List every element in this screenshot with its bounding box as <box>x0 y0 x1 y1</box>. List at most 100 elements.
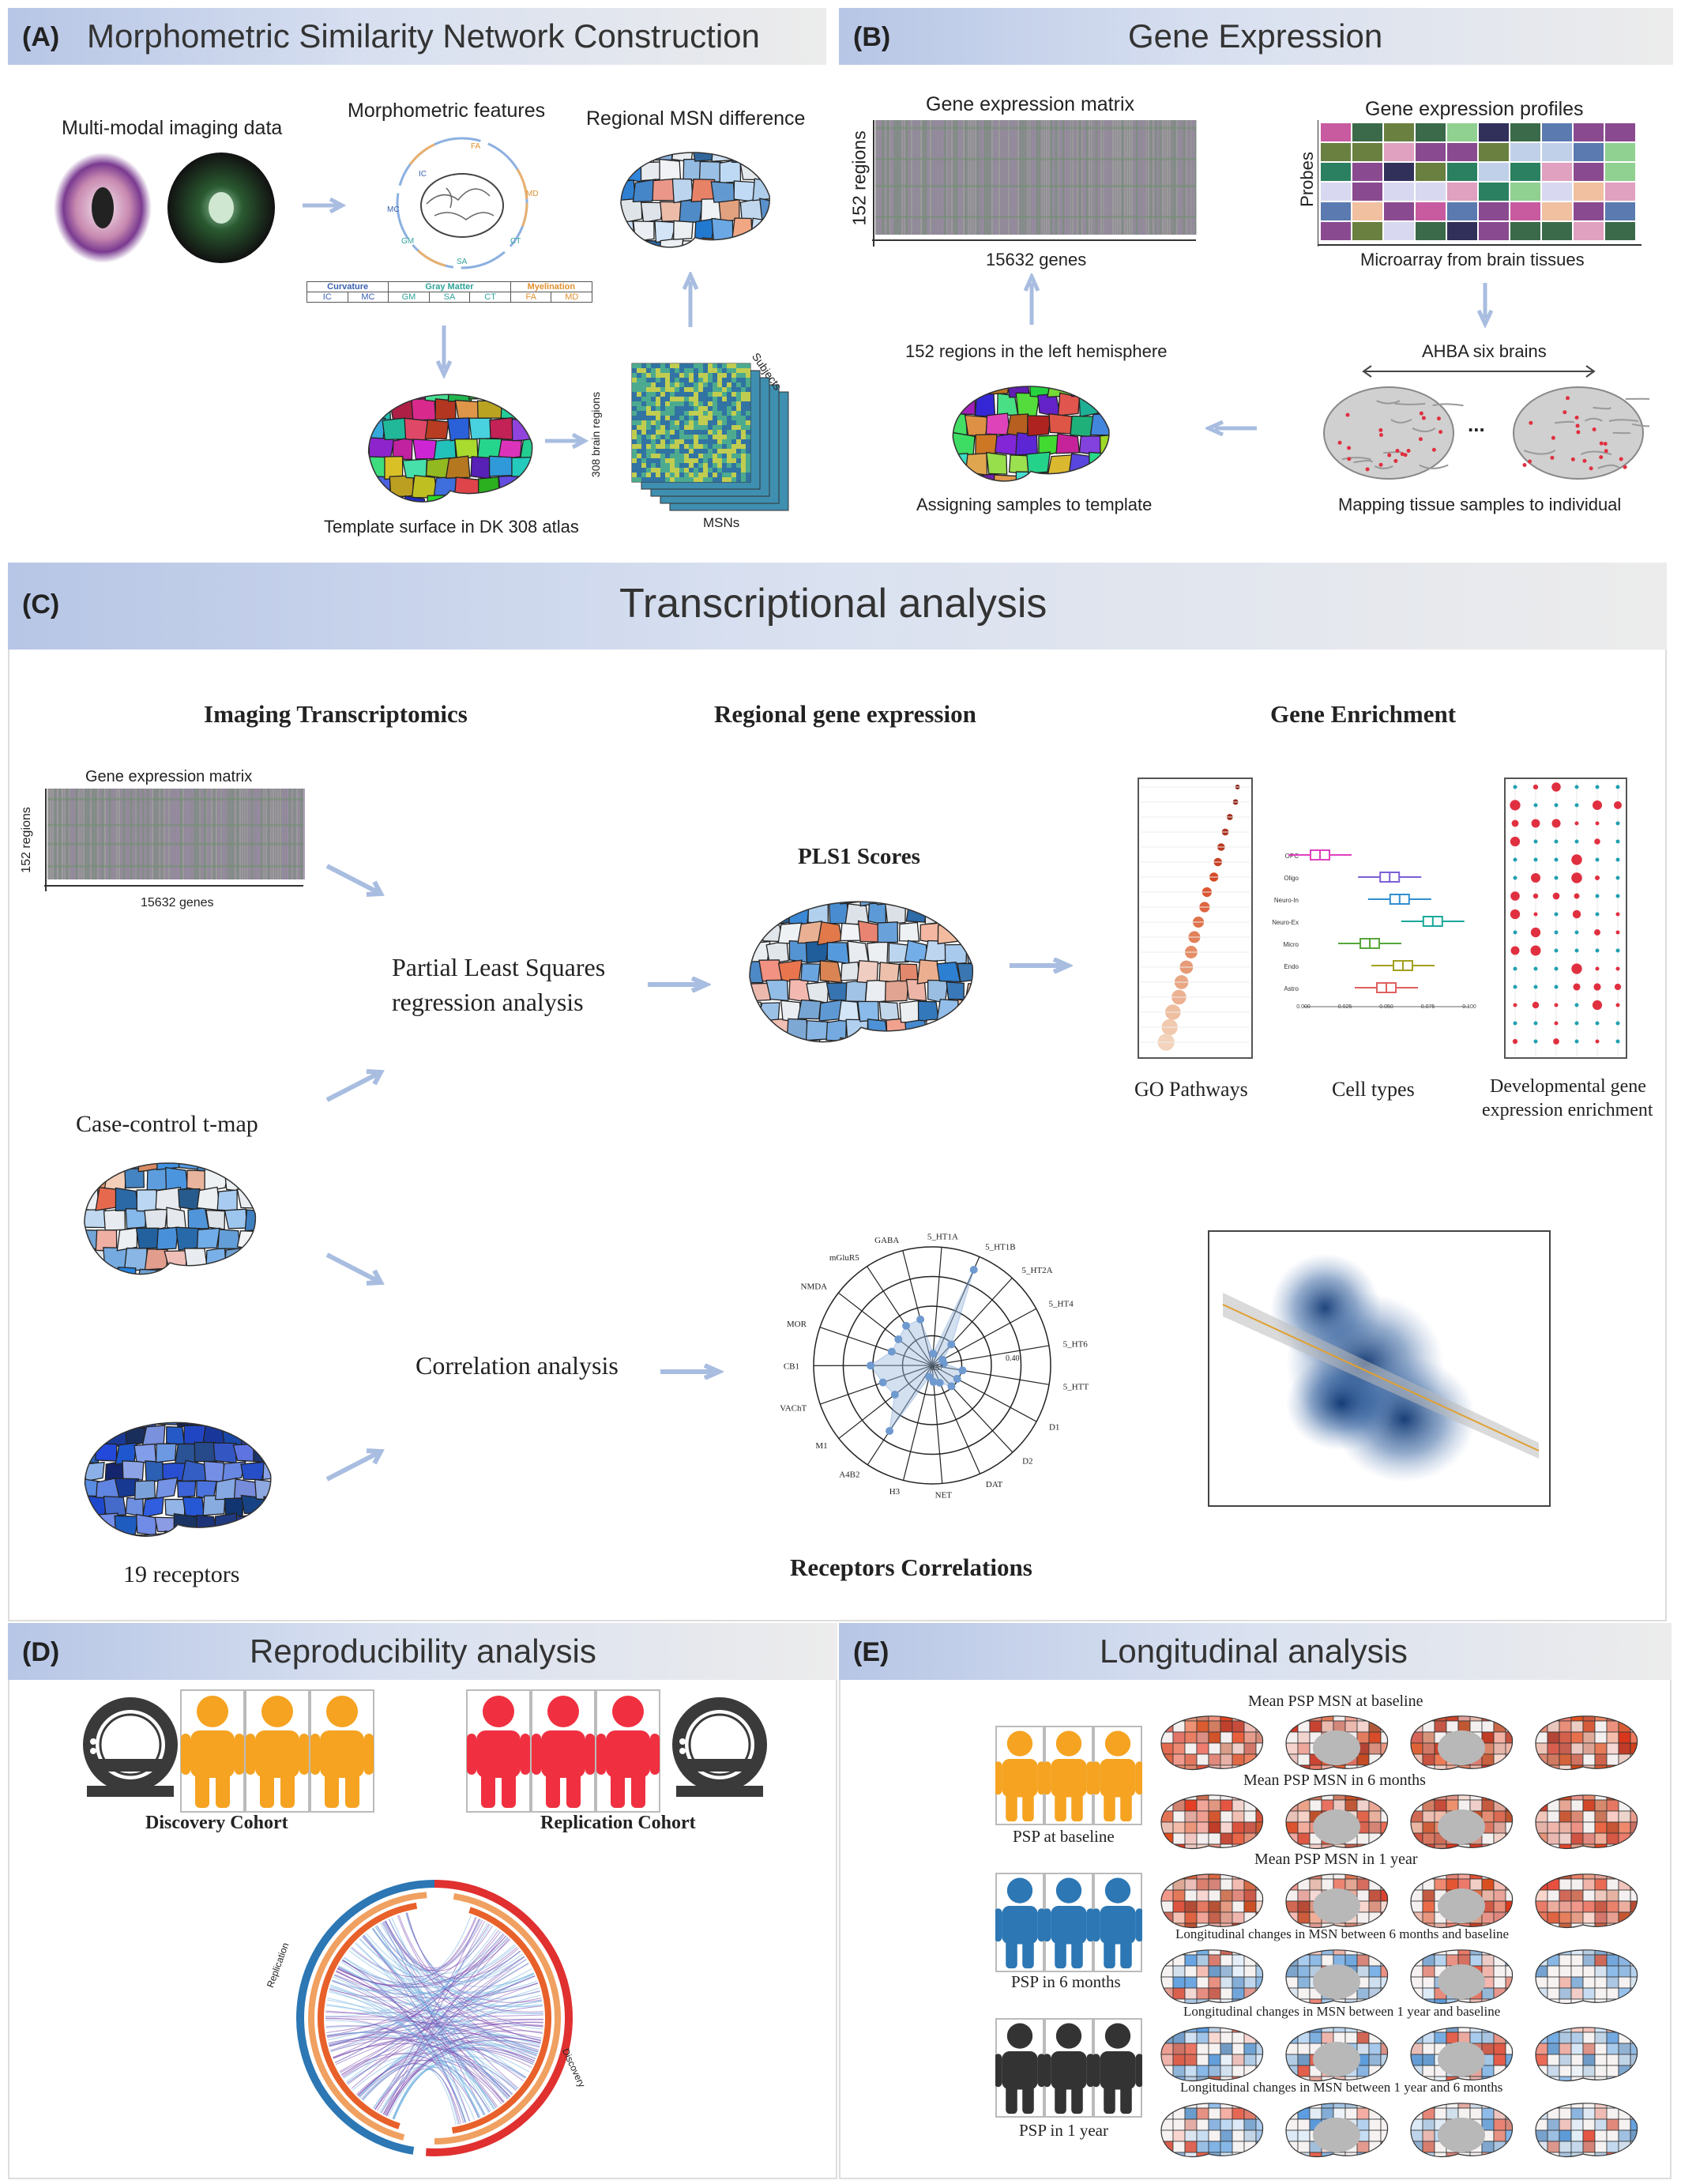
radar-axis-label: CB1 <box>784 1361 799 1371</box>
gene-matrix-label: Gene expression matrix <box>926 93 1135 115</box>
pls-line1: Partial Least Squares <box>392 953 606 981</box>
radar-point <box>947 1340 956 1349</box>
row-label-6: Longitudinal changes in MSN between 1 ye… <box>1180 2080 1503 2095</box>
mapping-label: Mapping tissue samples to individual <box>1338 495 1622 514</box>
tmap-brain <box>84 1162 256 1275</box>
expression-profiles-grid <box>1318 120 1642 247</box>
cell-type-label: Neuro-In <box>1274 897 1299 904</box>
radar-axis-label: D2 <box>1022 1456 1032 1466</box>
genes-axis-c: 15632 genes <box>141 896 214 909</box>
arrow-b1 <box>1024 273 1040 325</box>
row-label-5: Longitudinal changes in MSN between 1 ye… <box>1183 2004 1501 2019</box>
radar-point <box>929 1350 938 1358</box>
arrow-a3 <box>683 272 698 327</box>
tmap-label: Case-control t-map <box>76 1111 258 1137</box>
panel-c-tag: (C) <box>22 589 60 619</box>
feature-gm: GM <box>389 292 430 302</box>
radar-tick: 0.40 <box>1006 1354 1020 1363</box>
psp-6mo-label: PSP in 6 months <box>1011 1972 1121 1991</box>
assign-template-brain <box>952 386 1110 482</box>
receptors-brain <box>84 1421 272 1537</box>
radar-point <box>935 1378 944 1387</box>
radar-axis-label: NMDA <box>801 1282 828 1292</box>
radar-axis-label: 5_HT1B <box>985 1243 1016 1252</box>
panel-a-header: (A) Morphometric Similarity Network Cons… <box>8 8 826 65</box>
arrow-a4 <box>545 433 589 449</box>
psp-1yr-label: PSP in 1 year <box>1019 2121 1108 2140</box>
feature-table: Curvature Gray Matter Myelination IC MC … <box>306 281 592 303</box>
radar-point <box>916 1315 925 1324</box>
longitudinal-brain-grid <box>1160 1715 1638 2158</box>
cell-label: Cell types <box>1332 1078 1415 1101</box>
radar-axis-label: NET <box>935 1490 953 1500</box>
pls-line2: regression analysis <box>392 988 584 1016</box>
cell-tick-label: 0.100 <box>1462 1004 1476 1010</box>
radar-axis-label: A4B2 <box>839 1470 859 1480</box>
ring-label-ic: IC <box>419 170 427 179</box>
radar-axis-label: DAT <box>986 1480 1003 1489</box>
feature-ct: CT <box>470 292 511 302</box>
psp-1yr-people <box>995 2018 1142 2118</box>
go-pathways-plot <box>1138 778 1253 1059</box>
panel-e-header: (E) Longitudinal analysis <box>839 1623 1672 1680</box>
mri-images <box>54 153 275 263</box>
feature-group-curvature: Curvature <box>307 282 389 292</box>
scanner-icon-left <box>83 1697 178 1797</box>
replication-people <box>466 1689 660 1813</box>
feature-ic: IC <box>307 292 348 302</box>
gene-enrichment-title: Gene Enrichment <box>1270 700 1457 728</box>
scanner-icon-right <box>672 1697 767 1797</box>
arrow-b2 <box>1477 283 1493 329</box>
regional-msn-brain <box>620 152 770 248</box>
chord-diagram <box>296 1880 573 2156</box>
arrow-c5 <box>325 1252 385 1286</box>
psp-baseline-people <box>995 1726 1142 1825</box>
panel-d-header: (D) Reproducibility analysis <box>8 1623 837 1680</box>
psp-6mo-people <box>995 1873 1142 1972</box>
radar-point <box>887 1347 896 1356</box>
arrow-c7 <box>325 1448 385 1482</box>
feature-fa: FA <box>511 292 552 302</box>
radar-axis-label: 5_HTT <box>1063 1383 1089 1392</box>
ring-label-gm: GM <box>401 237 414 246</box>
cell-type-label: OPC <box>1285 853 1299 860</box>
cell-type-label: Endo <box>1284 963 1299 970</box>
probes-axis: Probes <box>1296 152 1317 207</box>
gene-expression-matrix-c <box>44 789 305 891</box>
ahba-brains <box>1323 386 1649 480</box>
radar-point <box>878 1378 887 1387</box>
radar-axis-label: D1 <box>1049 1423 1059 1433</box>
ring-label-mc: MC <box>387 205 400 214</box>
ring-label-fa: FA <box>471 142 481 151</box>
feature-sa: SA <box>430 292 471 302</box>
panel-c-title: Transcriptional analysis <box>619 581 1047 627</box>
radar-point <box>867 1361 875 1370</box>
radar-tick: 0.57 <box>931 1364 943 1372</box>
template-brain <box>367 393 533 503</box>
pls1-title: PLS1 Scores <box>798 844 920 869</box>
ahba-ellipsis: ... <box>1468 412 1485 436</box>
dev-line1: Developmental gene <box>1490 1076 1646 1097</box>
feature-md: MD <box>565 292 579 302</box>
radar-axis-label: 5_HT6 <box>1063 1340 1089 1350</box>
arrow-c6 <box>660 1364 724 1380</box>
panel-b-title: Gene Expression <box>1128 17 1383 55</box>
radar-axis-label: MOR <box>787 1320 807 1329</box>
row-label-1: Mean PSP MSN at baseline <box>1248 1693 1423 1710</box>
discovery-label: Discovery Cohort <box>145 1813 288 1833</box>
go-label: GO Pathways <box>1134 1078 1248 1101</box>
assign-label: Assigning samples to template <box>916 495 1153 514</box>
arrow-c4 <box>1010 958 1073 973</box>
cell-types-plot: OPCOligoNeuro-InNeuro-ExMicroEndoAstro0.… <box>1272 849 1476 1010</box>
left-hemi-label: 152 regions in the left hemisphere <box>905 341 1168 361</box>
pls1-brain <box>749 901 973 1043</box>
radar-axis-label: mGluR5 <box>829 1253 859 1263</box>
regional-diff-label: Regional MSN difference <box>586 107 806 130</box>
radar-point <box>894 1335 903 1343</box>
gene-expression-matrix-b <box>872 120 1197 247</box>
ring-label-md: MD <box>526 190 539 198</box>
template-label: Template surface in DK 308 atlas <box>324 517 579 537</box>
row-label-4: Longitudinal changes in MSN between 6 mo… <box>1175 1926 1510 1941</box>
feature-group-gray-matter: Gray Matter <box>389 282 511 292</box>
arrow-c2 <box>325 1069 385 1102</box>
